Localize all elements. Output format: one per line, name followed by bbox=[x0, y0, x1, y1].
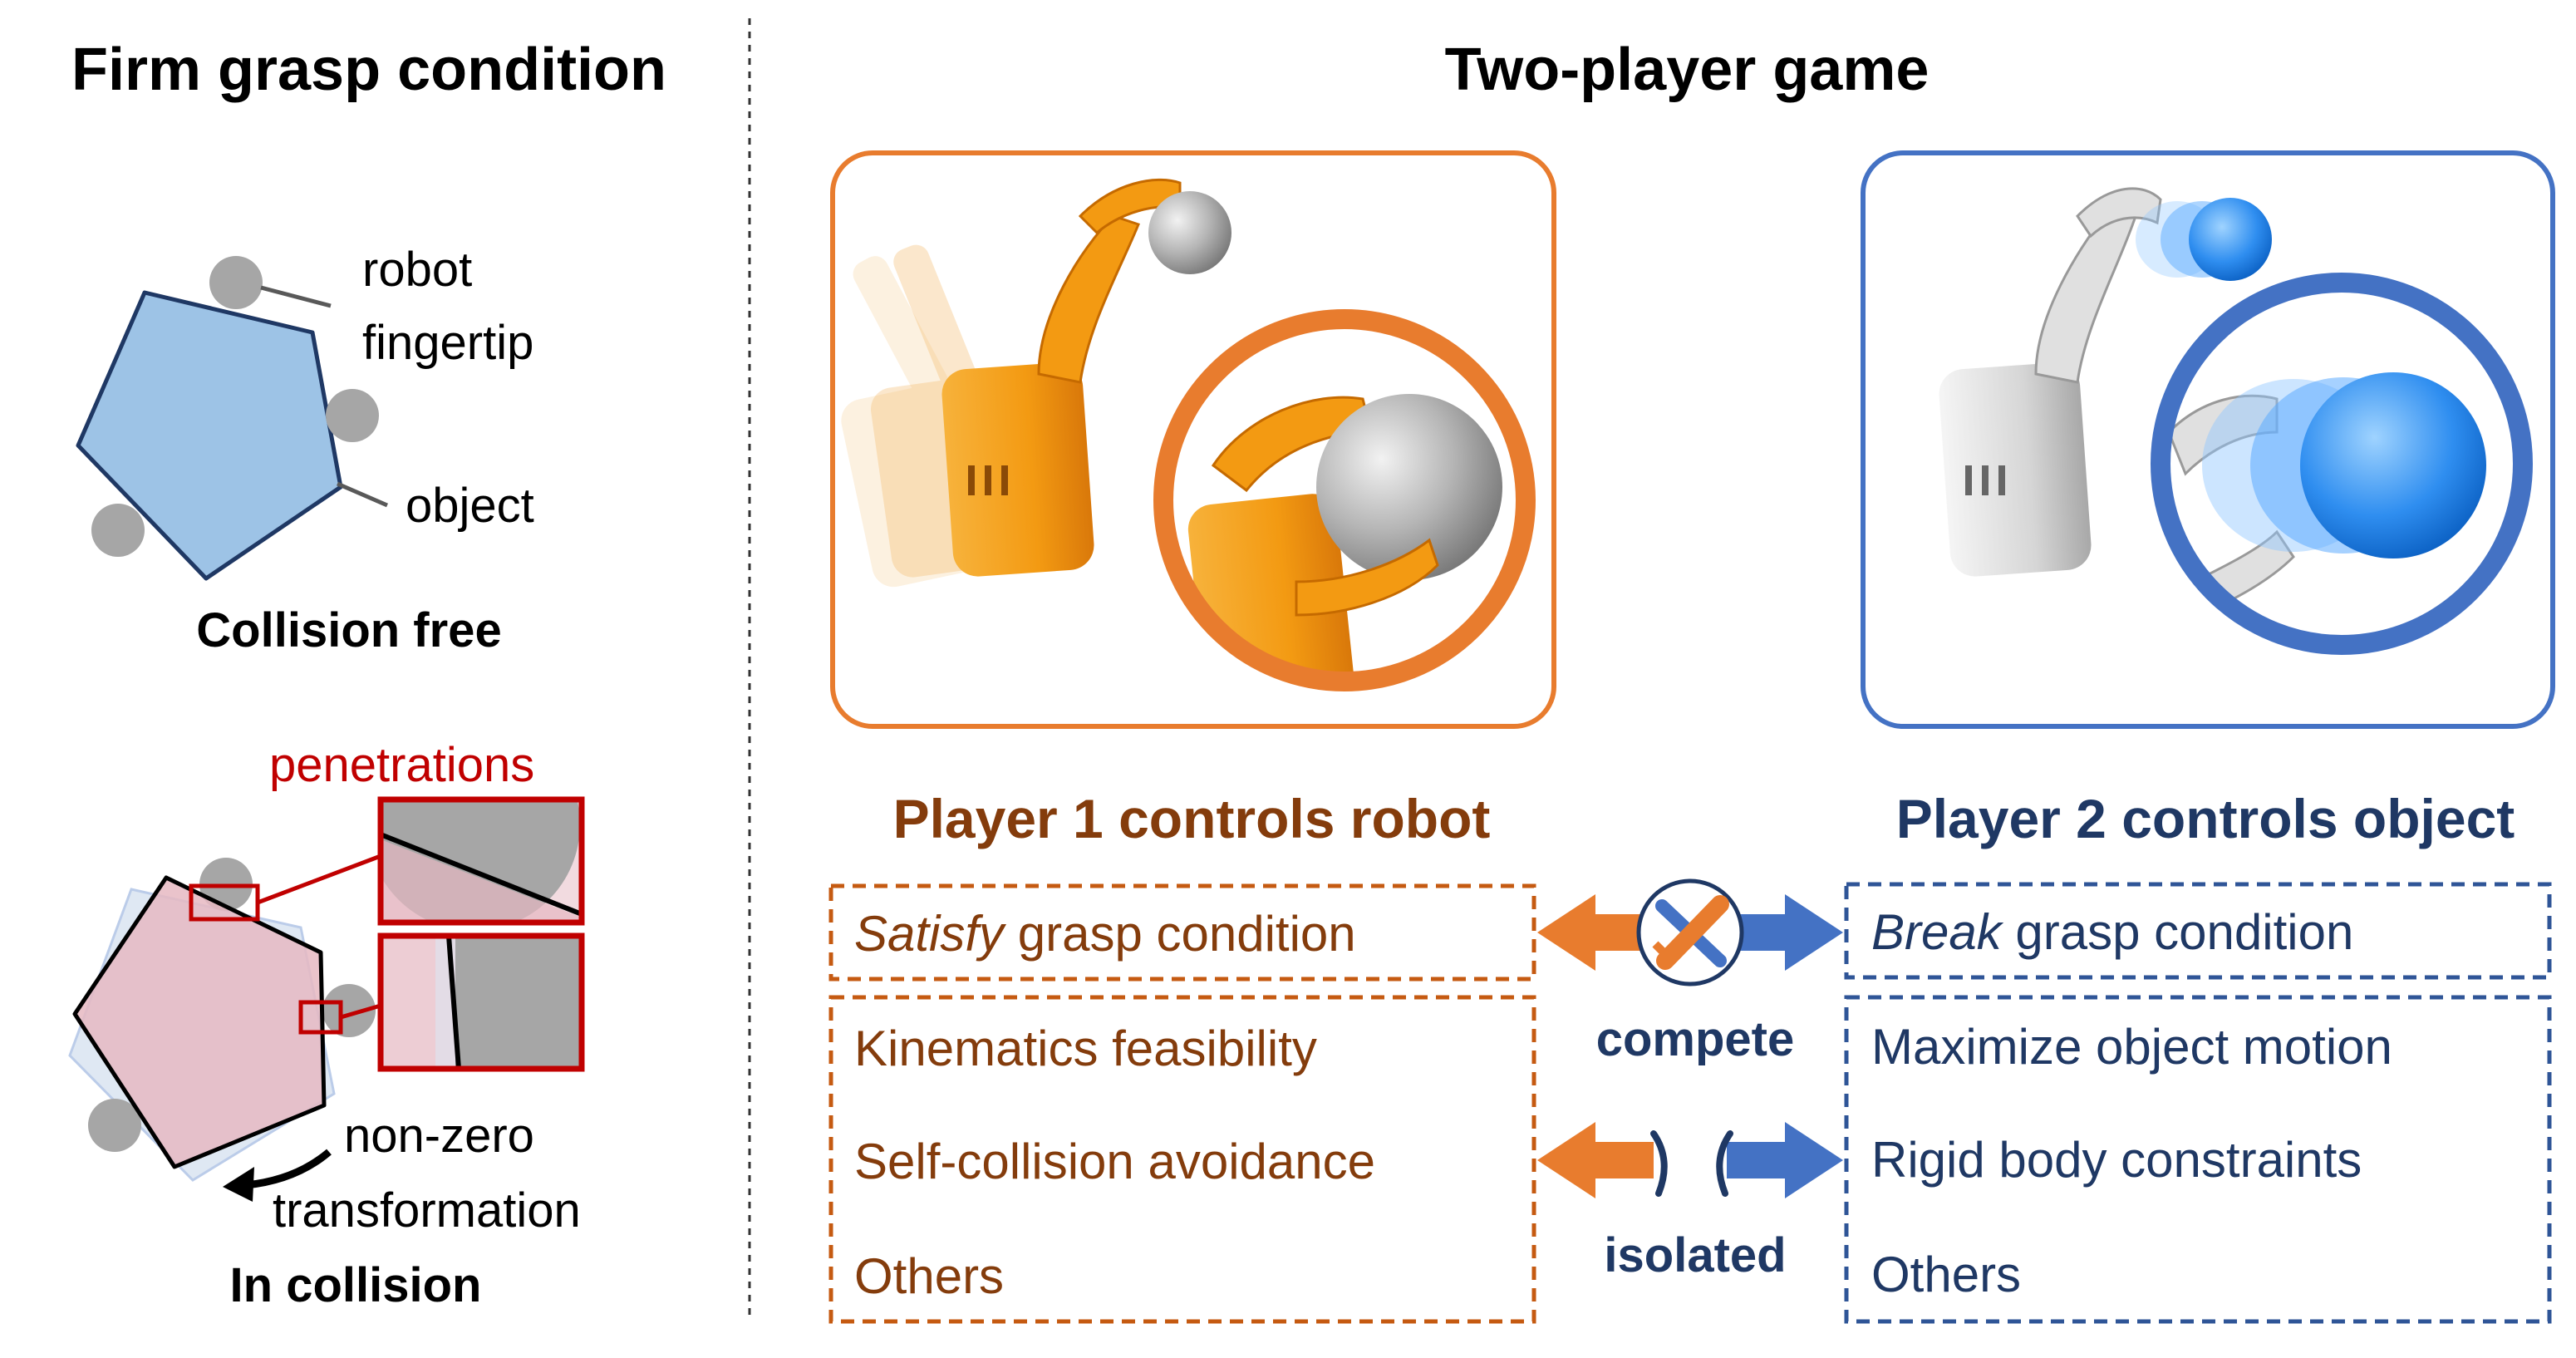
zoom-connector bbox=[257, 854, 381, 905]
label-fingertip: fingertip bbox=[362, 316, 533, 370]
right-arrow-blue bbox=[1727, 1122, 1843, 1198]
label-transformation: transformation bbox=[273, 1183, 581, 1237]
zoom-connector bbox=[340, 1003, 381, 1020]
left-panel-title: Firm grasp condition bbox=[71, 37, 666, 103]
rotation-arrow-head bbox=[223, 1167, 254, 1202]
player2-goal-verb: Break bbox=[1871, 904, 2004, 960]
player1-goal: Satisfy grasp condition bbox=[854, 906, 1356, 962]
label-robot: robot bbox=[362, 243, 472, 297]
right-arrow-blue bbox=[1727, 894, 1843, 971]
object-edge-zoom bbox=[381, 832, 582, 917]
isolated-label: isolated bbox=[1604, 1228, 1786, 1282]
object-edge-zoom bbox=[446, 936, 461, 1069]
right-panel-title: Two-player game bbox=[1445, 37, 1930, 103]
grasped-sphere bbox=[1148, 191, 1231, 274]
zoom-inset bbox=[377, 932, 585, 1072]
player1-constraint-item: Kinematics feasibility bbox=[854, 1021, 1317, 1076]
label-in-collision: In collision bbox=[230, 1258, 482, 1312]
in-collision-diagram bbox=[68, 796, 585, 1202]
robot-forearm bbox=[1939, 362, 2092, 577]
moving-sphere bbox=[2189, 198, 2272, 281]
compete-label: compete bbox=[1596, 1012, 1795, 1066]
player2-constraints-box bbox=[1844, 995, 2552, 1324]
isolated-arrows bbox=[1537, 1122, 1843, 1198]
player2-constraint-item: Maximize object motion bbox=[1871, 1019, 2392, 1075]
player1-constraints-box bbox=[828, 995, 1536, 1324]
isolation-brackets-icon bbox=[1650, 1130, 1668, 1197]
zoom-circle bbox=[1153, 309, 1536, 691]
collision-free-diagram bbox=[76, 256, 388, 581]
rotation-arrow bbox=[245, 1149, 332, 1189]
player2-goal-box bbox=[1844, 882, 2552, 980]
player2-constraint-item: Others bbox=[1871, 1247, 2021, 1302]
player1-goal-verb: Satisfy bbox=[854, 906, 1007, 962]
label-collision-free: Collision free bbox=[196, 603, 501, 657]
left-arrow-orange bbox=[1537, 894, 1654, 971]
left-arrow-orange bbox=[1537, 1122, 1654, 1198]
fingertip-leader-line bbox=[260, 285, 332, 308]
label-object: object bbox=[406, 479, 534, 533]
player2-constraint-item: Rigid body constraints bbox=[1871, 1132, 2362, 1188]
player2-heading: Player 2 controls object bbox=[1896, 788, 2515, 849]
robot-fingers bbox=[1037, 214, 1140, 384]
player1-heading: Player 1 controls robot bbox=[893, 788, 1491, 849]
fingertip-ball bbox=[88, 1099, 141, 1152]
fingertip-ball bbox=[322, 984, 376, 1037]
label-penetrations: penetrations bbox=[269, 738, 534, 792]
robot-forearm bbox=[941, 362, 1094, 577]
compete-arrows bbox=[1537, 878, 1843, 987]
isolation-brackets-icon bbox=[1716, 1130, 1733, 1197]
player1-illustration bbox=[830, 150, 1556, 729]
label-non-zero: non-zero bbox=[344, 1109, 534, 1163]
zoom-inset bbox=[377, 796, 585, 926]
zoom-circle bbox=[2151, 273, 2533, 655]
player1-goal-box bbox=[828, 883, 1536, 982]
object-hexagon bbox=[76, 290, 343, 581]
player1-constraint-item: Others bbox=[854, 1248, 1004, 1304]
object-hexagon-pink bbox=[72, 875, 327, 1169]
player1-goal-rest: grasp condition bbox=[1004, 906, 1356, 962]
object-leader-line bbox=[337, 481, 388, 508]
player1-constraint-item: Self-collision avoidance bbox=[854, 1134, 1375, 1189]
fingertip-ball bbox=[91, 504, 145, 557]
player2-illustration bbox=[1861, 150, 2555, 729]
fingertip-ball bbox=[326, 389, 379, 442]
player2-goal-rest: grasp condition bbox=[2002, 904, 2354, 960]
player2-goal: Break grasp condition bbox=[1871, 904, 2353, 960]
fingertip-ball bbox=[209, 256, 263, 309]
